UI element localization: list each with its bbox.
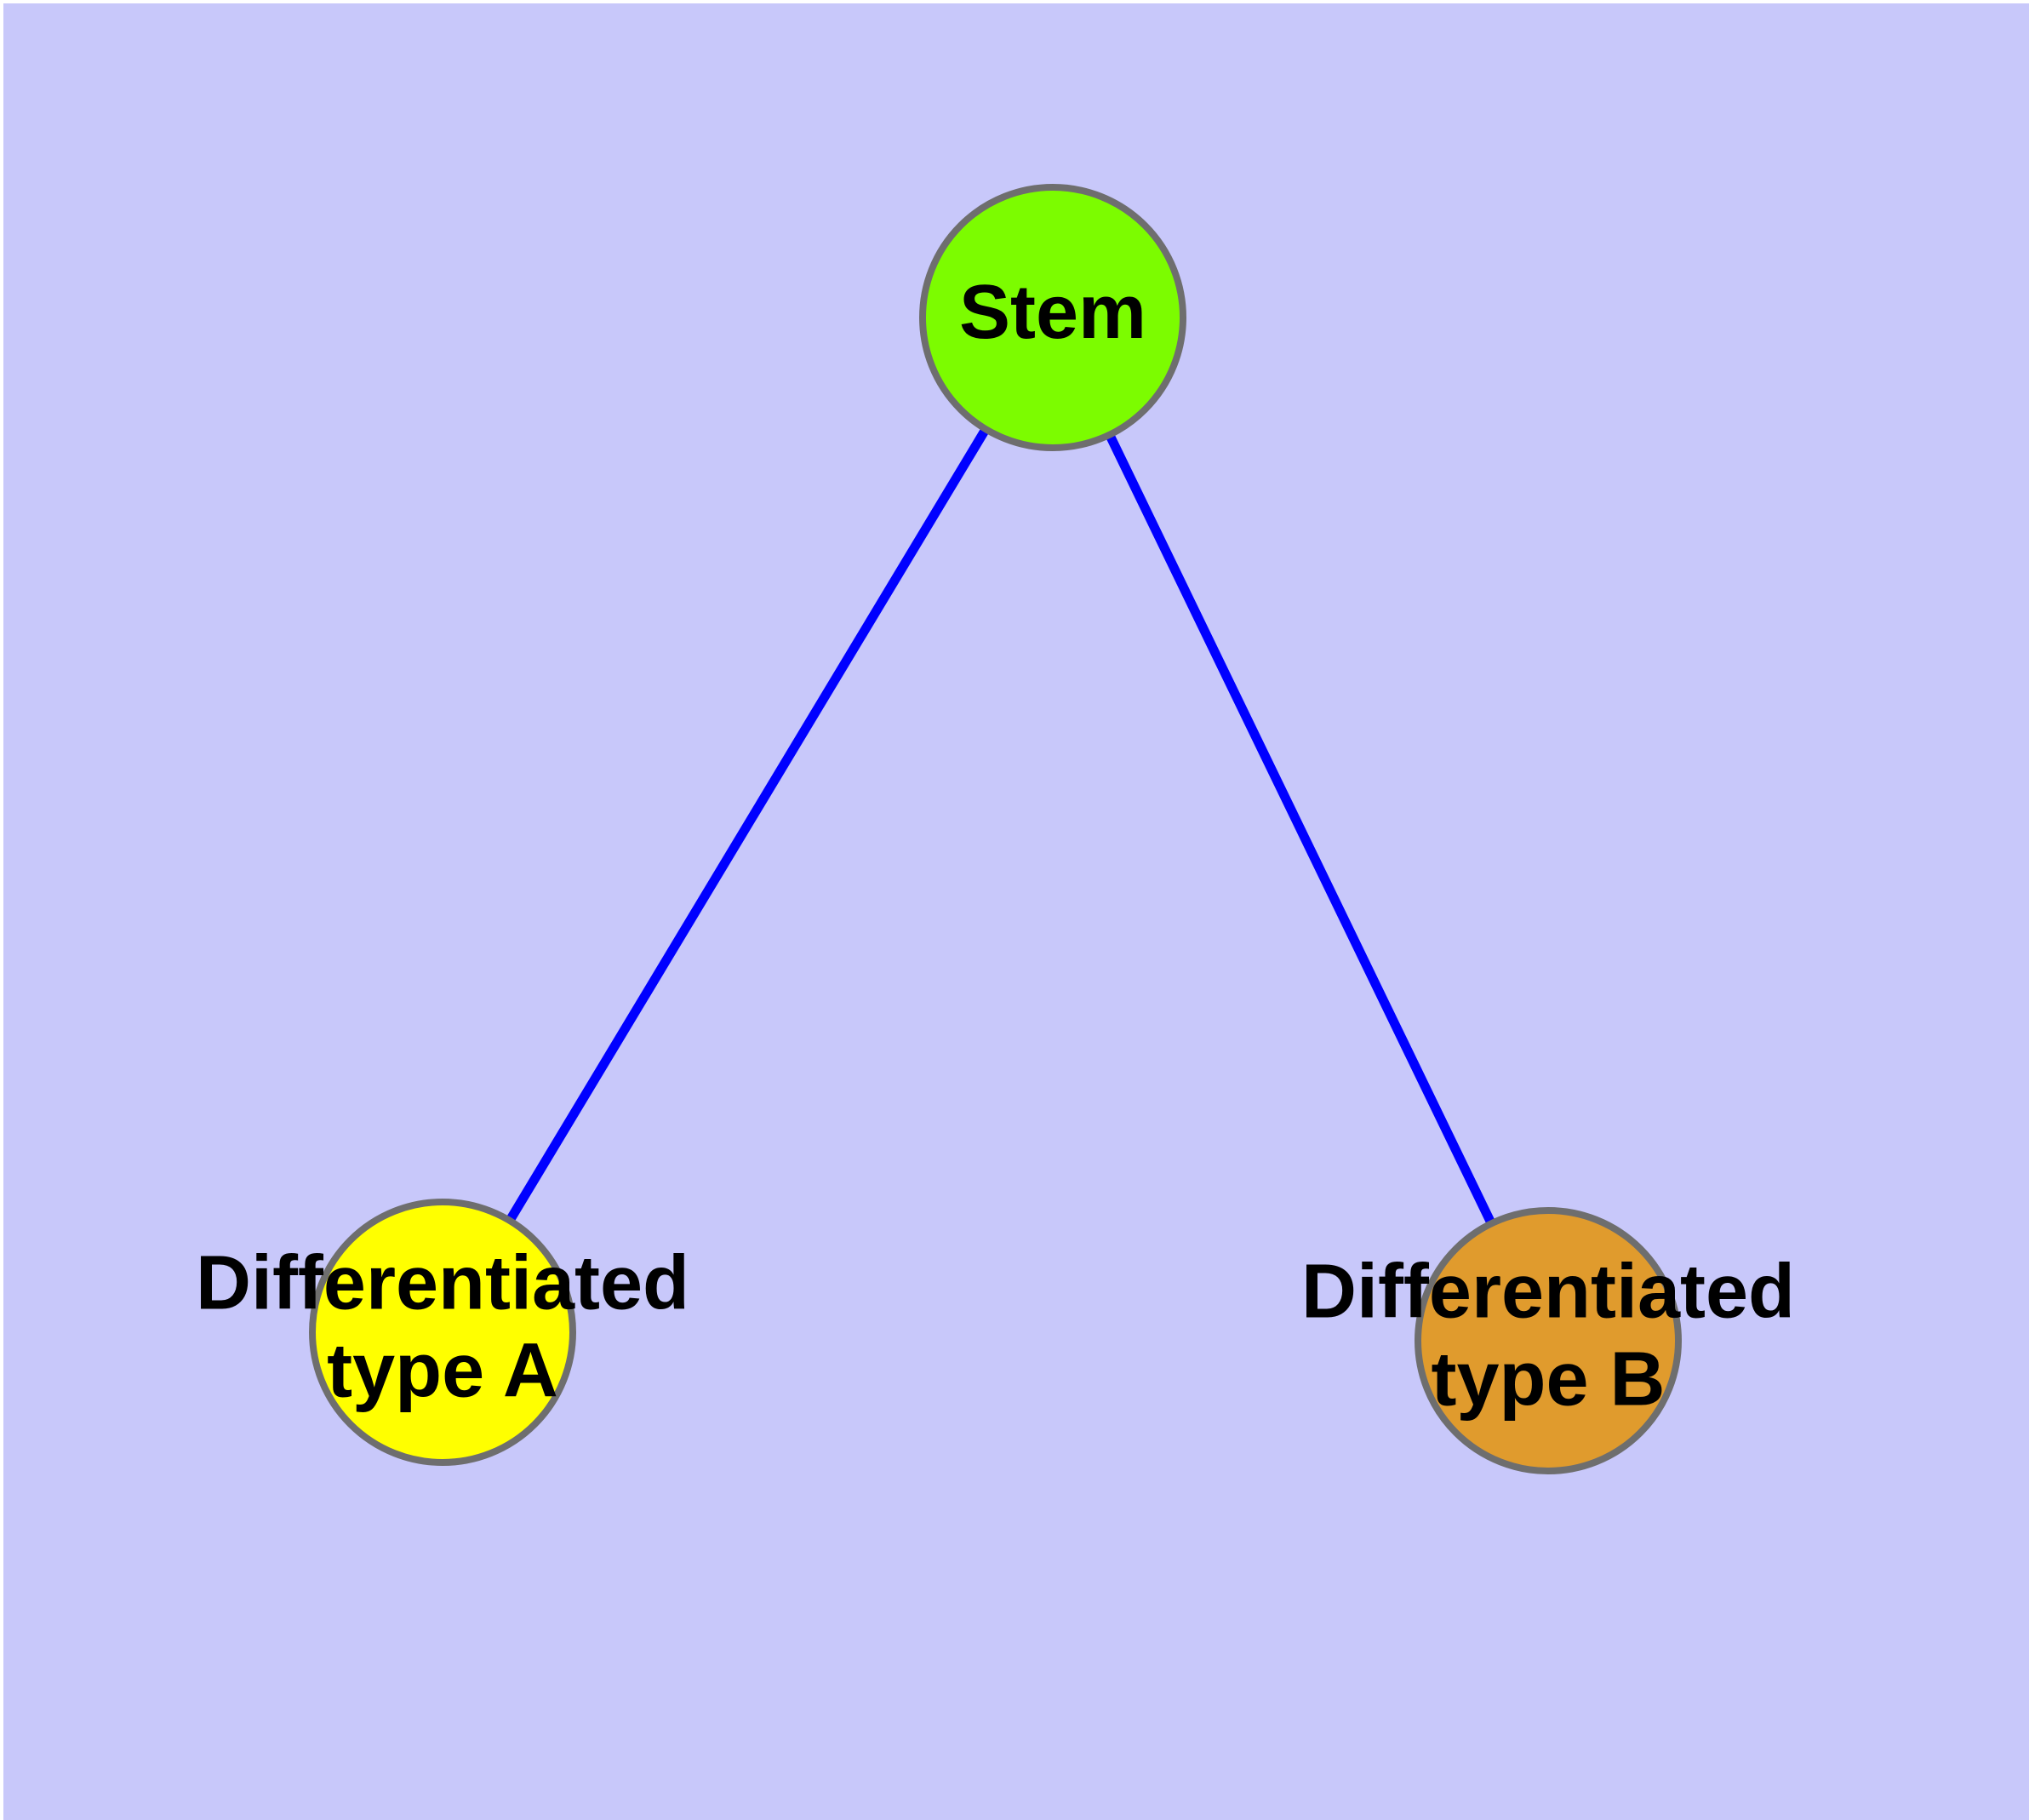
graph-node-diff_b[interactable] — [1415, 1207, 1682, 1474]
label-line: type A — [327, 1328, 558, 1413]
graph-edge[interactable] — [1049, 315, 1552, 1343]
label-line: Stem — [959, 270, 1146, 355]
graph-node-label-stem: Stem — [959, 270, 1146, 355]
nodes-layer — [309, 184, 1682, 1474]
graph-node-diff_a[interactable] — [309, 1199, 576, 1466]
edges-layer — [438, 315, 1552, 1343]
graph-edge[interactable] — [438, 315, 1057, 1335]
label-line: type B — [1431, 1336, 1665, 1422]
graph-node-stem[interactable] — [919, 184, 1186, 451]
label-line: Differentiated — [1301, 1249, 1795, 1334]
label-line: Differentiated — [196, 1240, 689, 1325]
